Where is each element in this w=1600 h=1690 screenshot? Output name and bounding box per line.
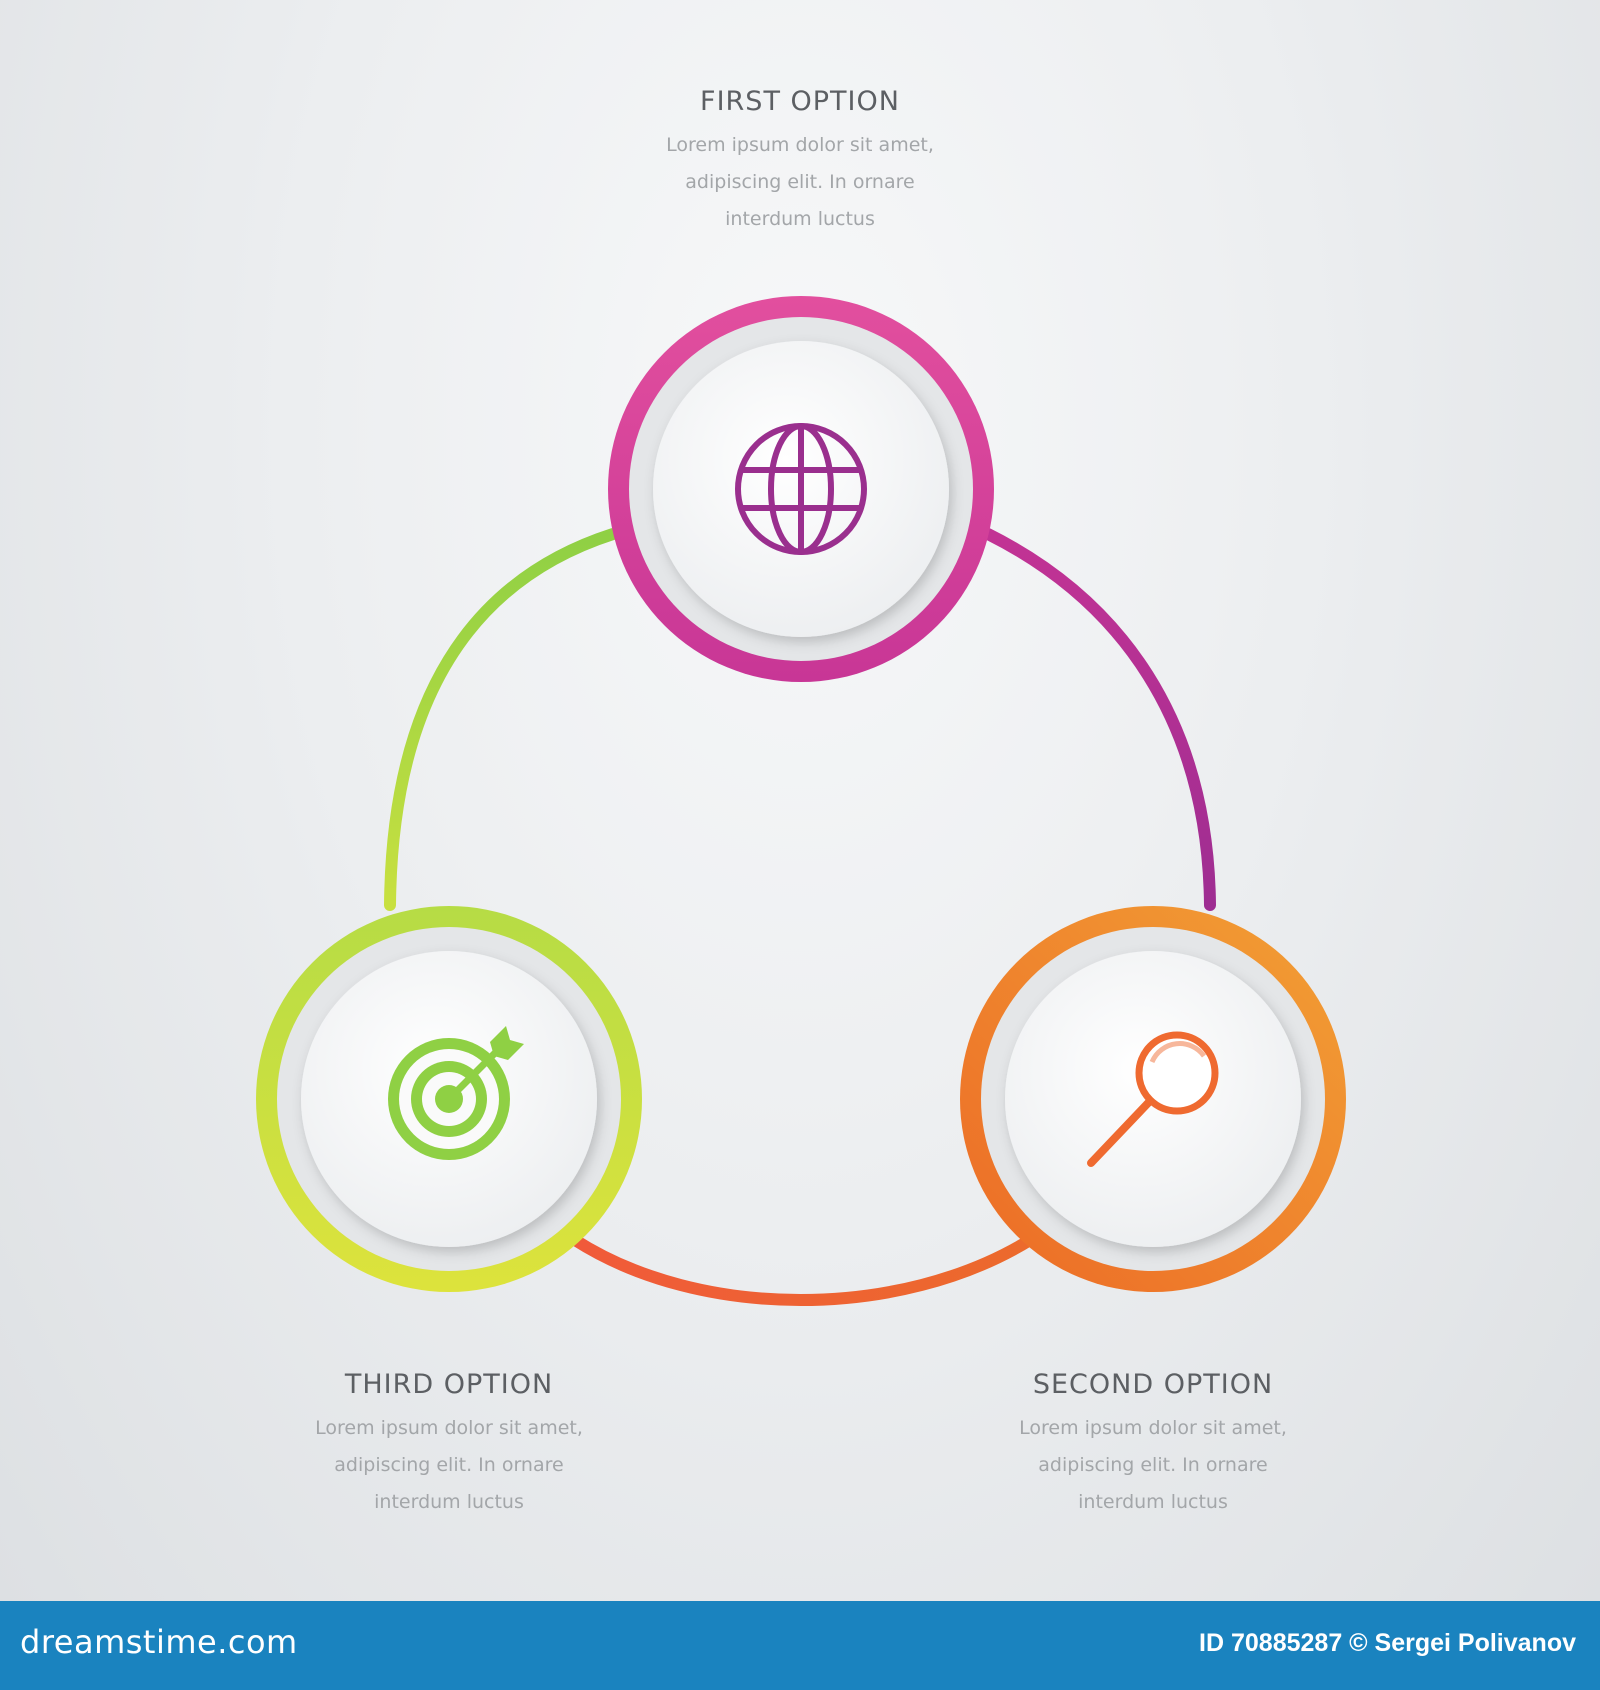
- option-second-desc-line-2: adipiscing elit. In ornare: [1038, 1454, 1268, 1476]
- connector-arc-right: [982, 528, 1216, 911]
- option-second-title: SECOND OPTION: [1032, 1369, 1274, 1400]
- option-first-desc-line-2: adipiscing elit. In ornare: [685, 171, 915, 193]
- node-third: [256, 906, 642, 1292]
- brand-logo[interactable]: dreamstime.com: [20, 1623, 298, 1661]
- option-second-desc: Lorem ipsum dolor sit amet, adipiscing e…: [943, 1410, 1363, 1521]
- option-third-desc-line-1: Lorem ipsum dolor sit amet,: [315, 1417, 583, 1439]
- option-first-desc-line-3: interdum luctus: [725, 208, 875, 230]
- footer-bar: dreamstime.com ID 70885287 © Sergei Poli…: [0, 1601, 1600, 1690]
- option-second-desc-line-3: interdum luctus: [1078, 1491, 1228, 1513]
- option-first-title: FIRST OPTION: [700, 86, 900, 117]
- option-second-desc-line-1: Lorem ipsum dolor sit amet,: [1019, 1417, 1287, 1439]
- option-third-desc: Lorem ipsum dolor sit amet, adipiscing e…: [239, 1410, 659, 1521]
- option-third-desc-line-2: adipiscing elit. In ornare: [334, 1454, 564, 1476]
- option-first-desc-line-1: Lorem ipsum dolor sit amet,: [666, 134, 934, 156]
- node-second: [960, 906, 1346, 1292]
- magnifier-icon: [1087, 1031, 1219, 1167]
- image-credit: ID 70885287 © Sergei Polivanov: [1199, 1629, 1576, 1657]
- option-third-desc-line-3: interdum luctus: [374, 1491, 524, 1513]
- target-icon: [388, 1026, 524, 1160]
- connector-arc-bottom: [569, 1234, 1036, 1306]
- connector-arc-left: [384, 528, 619, 911]
- option-second-text: SECOND OPTION Lorem ipsum dolor sit amet…: [943, 1369, 1363, 1521]
- option-third-title: THIRD OPTION: [344, 1369, 554, 1400]
- option-first-text: FIRST OPTION Lorem ipsum dolor sit amet,…: [590, 86, 1010, 238]
- node-first: [608, 296, 994, 682]
- cycle-diagram: [256, 296, 1346, 1306]
- globe-icon: [735, 423, 867, 555]
- option-first-desc: Lorem ipsum dolor sit amet, adipiscing e…: [590, 127, 1010, 238]
- option-third-text: THIRD OPTION Lorem ipsum dolor sit amet,…: [239, 1369, 659, 1521]
